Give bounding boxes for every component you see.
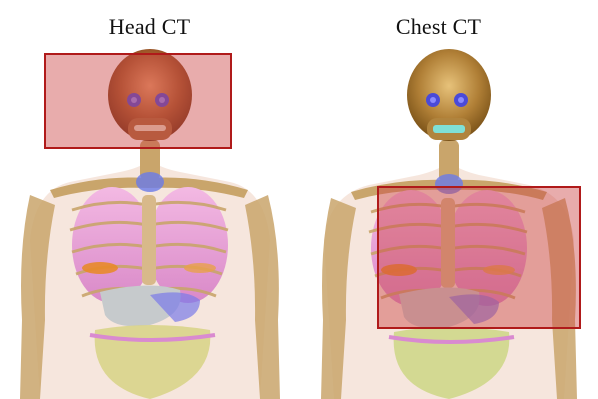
chest-ct-scan-region <box>377 186 581 329</box>
panel-head-ct: Head CT <box>0 0 299 399</box>
head-ct-scan-region <box>44 53 232 149</box>
panel-chest-ct: Chest CT <box>299 0 598 399</box>
